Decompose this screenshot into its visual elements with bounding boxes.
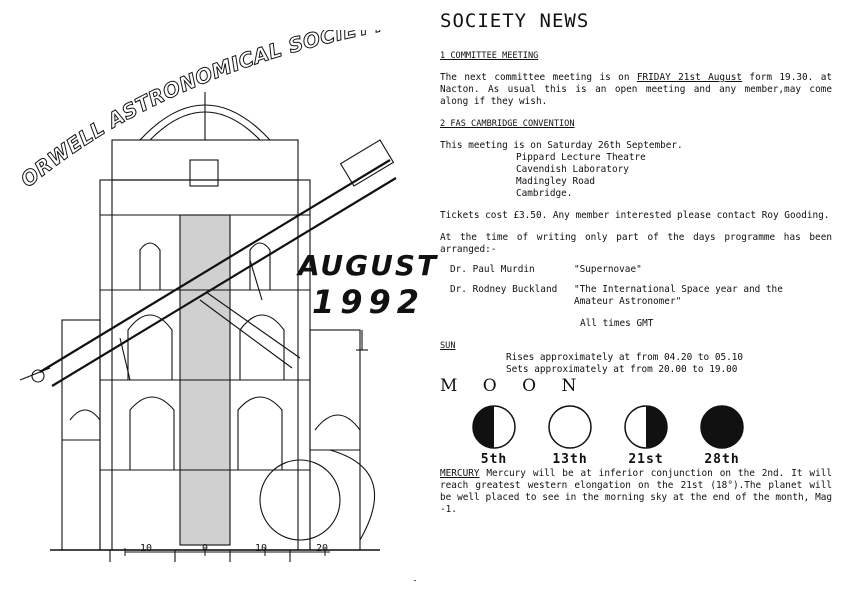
committee-text-after: form 19.30. at Nacton. As usual this is … <box>440 72 832 107</box>
times-note: All times GMT <box>580 318 654 329</box>
committee-date: FRIDAY 21st August <box>636 72 743 83</box>
moon-phase-label: 28th <box>704 452 740 467</box>
mercury-body: Mercury will be at inferior conjunction … <box>440 468 832 515</box>
address-line: Cambridge. <box>516 188 573 199</box>
speaker-name: Dr. Rodney Buckland <box>450 284 558 295</box>
moon-phase-label: 13th <box>552 452 588 467</box>
moon-phase-label: 21st <box>628 452 664 467</box>
address-line: Madingley Road <box>516 176 596 187</box>
issue-year: 1992 <box>312 283 426 321</box>
issue-month: AUGUST <box>298 249 439 282</box>
society-name: ORWELL ASTRONOMICAL SOCIETY IPSWICH <box>18 30 395 190</box>
moon-phase: 21st <box>608 404 684 466</box>
scale-label-10-left: 10 <box>140 543 152 554</box>
svg-text:ORWELL ASTRONOMICAL SOCIETY IP: ORWELL ASTRONOMICAL SOCIETY IPSWICH <box>18 30 395 190</box>
convention-heading: 2 FAS CAMBRIDGE CONVENTION <box>440 119 575 129</box>
moon-phase: 13th <box>532 404 608 466</box>
page-mark <box>414 580 416 581</box>
speaker-talk: "Supernovae" <box>574 264 642 275</box>
speaker-row: Dr. Paul Murdin "Supernovae" <box>440 264 832 276</box>
society-news-column: SOCIETY NEWS 1 COMMITTEE MEETING The nex… <box>440 6 832 516</box>
mercury-heading: MERCURY <box>440 468 480 479</box>
convention-address: Pippard Lecture Theatre Cavendish Labora… <box>516 152 832 200</box>
moon-phase: 5th <box>456 404 532 466</box>
moon-phase-label: 5th <box>480 452 508 467</box>
sun-times: Rises approximately at from 04.20 to 05.… <box>506 352 832 376</box>
tickets-text: Tickets cost £3.50. Any member intereste… <box>440 210 830 221</box>
issue-date: AUGUST 1992 <box>298 248 439 321</box>
moon-phases: 5th 13th 21st 28th <box>456 404 832 466</box>
moon-phase: 28th <box>684 404 760 466</box>
sun-heading: SUN <box>440 341 456 351</box>
committee-text-before: The next committee meeting is on <box>440 72 637 83</box>
speaker-name: Dr. Paul Murdin <box>450 264 535 275</box>
sun-sets: Sets approximately at from 20.00 to 19.0… <box>506 364 738 375</box>
observatory-drawing: 10 0 10 20 <box>19 92 397 562</box>
speaker-talk: "The International Space year and the Am… <box>574 284 783 307</box>
first-quarter-moon-icon <box>472 405 516 449</box>
committee-text: The next committee meeting is on FRIDAY … <box>440 72 832 108</box>
scale-label-0: 0 <box>202 543 208 554</box>
moon-heading: M O O N <box>440 376 587 396</box>
address-line: Cavendish Laboratory <box>516 164 629 175</box>
cover-panel: 10 0 10 20 ORWELL ASTRONOMICAL SOCIETY I… <box>0 0 439 595</box>
programme-text: At the time of writing only part of the … <box>440 232 832 255</box>
address-line: Pippard Lecture Theatre <box>516 152 646 163</box>
full-moon-icon <box>548 405 592 449</box>
mercury-text: MERCURY Mercury will be at inferior conj… <box>440 468 832 516</box>
page-title: SOCIETY NEWS <box>440 10 590 32</box>
speaker-row: Dr. Rodney Buckland "The International S… <box>440 284 832 308</box>
scale-label-10: 10 <box>255 543 267 554</box>
scale-label-20: 20 <box>316 543 328 554</box>
convention-intro: This meeting is on Saturday 26th Septemb… <box>440 140 683 151</box>
sun-rises: Rises approximately at from 04.20 to 05.… <box>506 352 744 363</box>
masthead: ORWELL ASTRONOMICAL SOCIETY IPSWICH <box>18 30 418 190</box>
new-moon-icon <box>700 405 744 449</box>
committee-heading: 1 COMMITTEE MEETING <box>440 51 539 61</box>
last-quarter-moon-icon <box>624 405 668 449</box>
